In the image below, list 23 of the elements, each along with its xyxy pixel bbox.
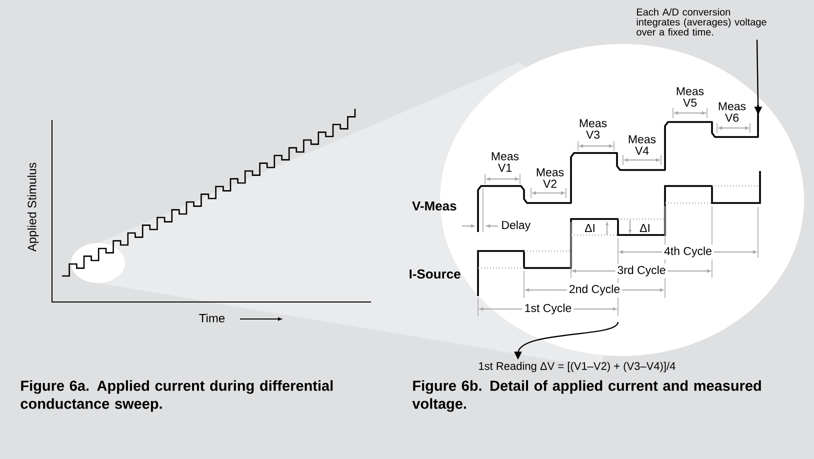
- note-text: Each A/D conversion integrates (averages) voltage over a fixed time.: [636, 8, 766, 36]
- measurement-label: Meas V5: [676, 87, 704, 107]
- axis-label: Time: [199, 314, 225, 322]
- measurement-label: Meas V4: [628, 135, 656, 155]
- delta-label: ΔI: [640, 224, 650, 232]
- measurement-label: Meas V1: [492, 152, 519, 172]
- leader-arrow: [514, 322, 619, 360]
- cycle-label: 2nd Cycle: [566, 282, 622, 298]
- trace-label: I-Source: [410, 269, 460, 279]
- figure-caption: Figure 6a. Applied current during differential conductance sweep.: [20, 380, 333, 412]
- measurement-label: Meas V6: [718, 102, 746, 122]
- measurement-label: Meas V3: [580, 119, 607, 139]
- cycle-label: 3rd Cycle: [615, 264, 668, 278]
- figure-caption: Figure 6b. Detail of applied current and measured voltage.: [412, 380, 761, 412]
- cycle-label: 1st Cycle: [522, 302, 574, 316]
- leader-arrow: [754, 40, 762, 115]
- delta-label: ΔI: [584, 224, 594, 232]
- measurement-label: Meas V2: [536, 168, 564, 188]
- trace-label: V-Meas: [412, 201, 456, 211]
- delay-label: Delay: [502, 220, 531, 232]
- cycle-label: 4th Cycle: [662, 244, 714, 260]
- formula-text: 1st Reading ΔV = [(V1–V2) + (V3–V4)]/4: [479, 362, 676, 372]
- axis-label: Applied Stimulus: [27, 162, 39, 252]
